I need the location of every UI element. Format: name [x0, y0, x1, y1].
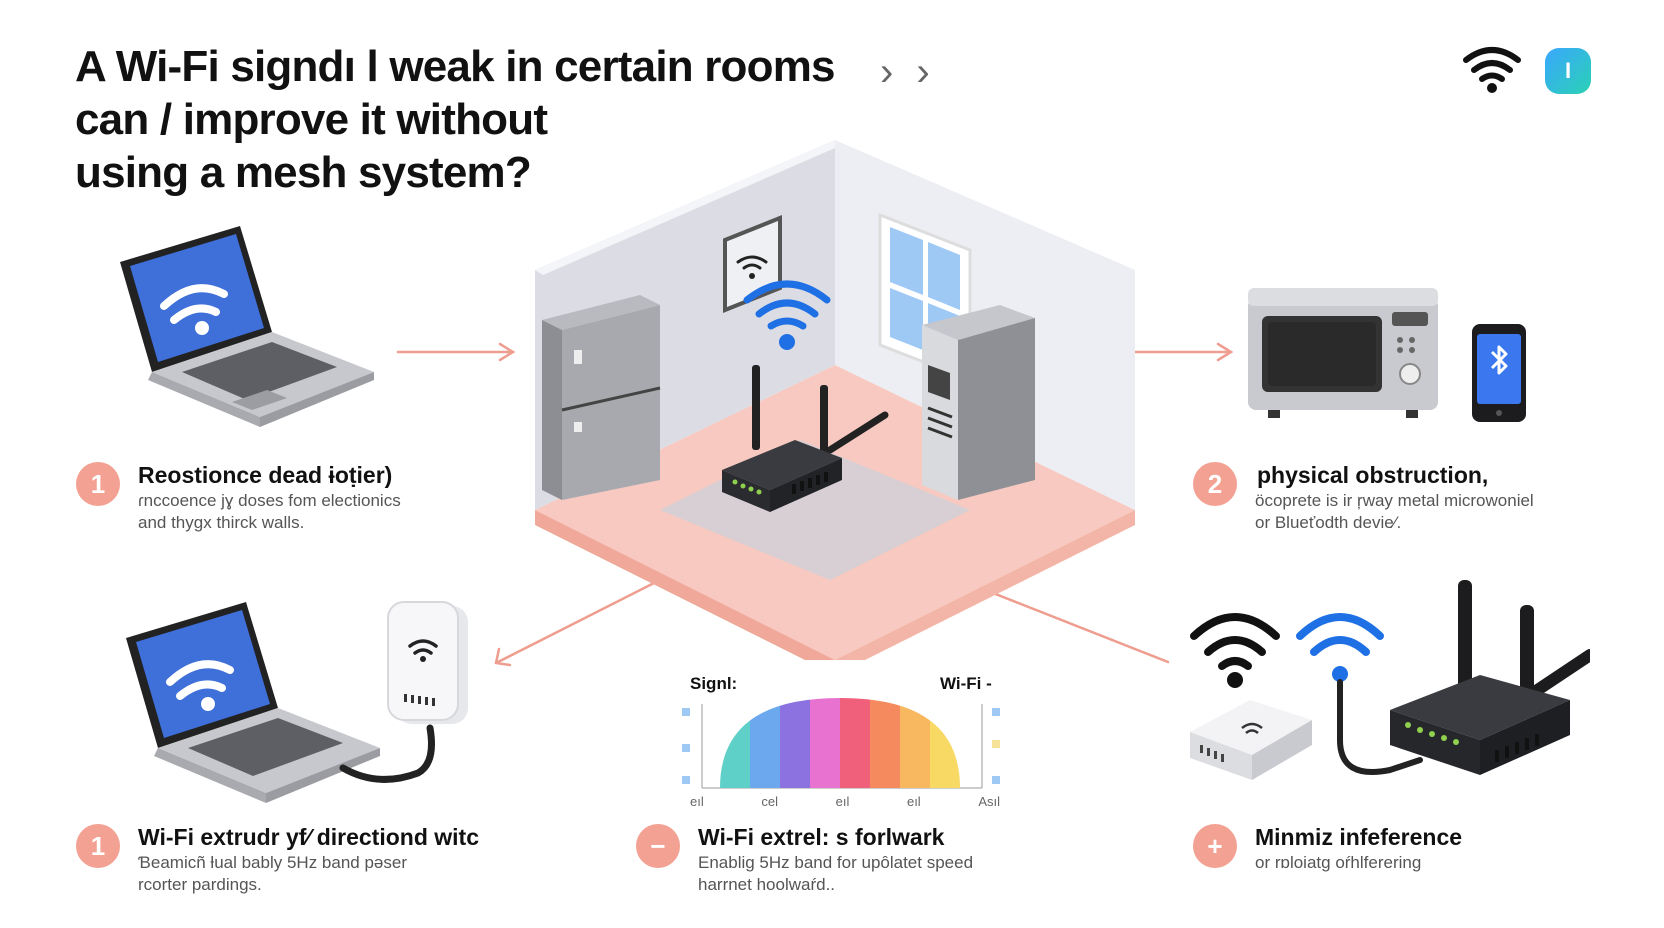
app-icon-label: I: [1564, 58, 1572, 83]
chart-x-label: Asıl: [978, 794, 1000, 809]
step-desc-line: Enablig 5Hz band for upȏlatet speed: [698, 853, 974, 872]
chart-right-label: Wi-Fi -: [940, 674, 992, 693]
mini-access-point: [1190, 700, 1312, 780]
blue-wifi-icon: [1296, 613, 1384, 656]
microwave-illustration: [1248, 288, 1438, 418]
chart-left-label: Signl:: [690, 674, 738, 693]
arrow-left-bottom: [496, 578, 662, 664]
step-badge: +: [1193, 824, 1237, 868]
step-badge: 1: [76, 462, 120, 506]
laptop-wifi-icon: [160, 284, 228, 324]
step-desc-line: harrnet hoolwaŕd..: [698, 875, 836, 894]
chart-x-label: eıl: [906, 794, 921, 809]
step-description: Ɓeamicñ ƚual bably 5Hz band pəser rcorte…: [138, 852, 407, 896]
step-description: Enablig 5Hz band for upȏlatet speed harr…: [698, 852, 973, 896]
chart-x-labels: eıl cel eıl eıl Asıl: [690, 794, 1000, 809]
step-desc-line: ɾnccoence jɣ doses fom electionics: [138, 491, 401, 510]
laptop-extender-illustration: [126, 601, 468, 803]
step-desc-line: Ɓeamicñ ƚual bably 5Hz band pəser: [138, 853, 407, 872]
step-desc-line: or Blueťodth devie⁄.: [1255, 513, 1402, 532]
main-router: [1390, 580, 1590, 775]
next-chevrons-button[interactable]: › ›: [880, 50, 936, 94]
phone-bluetooth-illustration: [1472, 324, 1526, 422]
room-illustration: [535, 140, 1135, 660]
signal-chart: [682, 698, 1000, 789]
wifi-icon: [1463, 47, 1521, 93]
step-description: öcoprete is ir ŗway metal microwoniel or…: [1255, 490, 1534, 534]
bluetooth-icon: [1490, 345, 1508, 375]
step-desc-line: and thygx thirck walls.: [138, 513, 305, 532]
step-description: or rɒloiatg oŕhlferering: [1255, 852, 1421, 874]
page-title: A Wi-Fi signdı l weak in certain rooms c…: [75, 40, 975, 199]
title-line-2: can / improve it without: [75, 95, 548, 144]
wifi-extender: [387, 601, 468, 724]
chart-x-label: eıl: [835, 794, 850, 809]
chart-x-label: eıl: [690, 794, 704, 809]
step-title: Reostionce dead ɨoṭier): [138, 462, 393, 488]
step-badge: −: [636, 824, 680, 868]
storage-cabinet: [922, 305, 1035, 500]
step-desc-line: or rɒloiatg oŕhlferering: [1255, 853, 1422, 872]
step-title: physical obstruction,: [1257, 462, 1489, 488]
step-title: Wi-Fi extrudr yf⁄ directiond witc: [138, 824, 479, 850]
laptop-screen: [130, 234, 264, 362]
refrigerator: [542, 295, 661, 500]
step-badge: 1: [76, 824, 120, 868]
step-desc-line: rcorter pardings.: [138, 875, 262, 894]
step-title: Wi-Fi extrel: s forlwark: [698, 824, 945, 850]
black-wifi-icon: [1190, 613, 1280, 670]
chart-x-label: cel: [761, 794, 778, 809]
router-signal-icon: [743, 280, 831, 330]
router: [722, 365, 889, 512]
step-description: ɾnccoence jɣ doses fom electionics and t…: [138, 490, 401, 534]
app-icon[interactable]: I: [1545, 48, 1591, 94]
step-badge: 2: [1193, 462, 1237, 506]
title-line-3: using a mesh system?: [75, 148, 532, 197]
step-desc-line: öcoprete is ir ŗway metal microwoniel: [1255, 491, 1534, 510]
laptop-illustration: [120, 226, 374, 427]
title-line-1: A Wi-Fi signdı l weak in certain rooms: [75, 42, 836, 91]
step-title: Minmiz infeference: [1255, 824, 1463, 850]
router-extender-illustration: [1190, 580, 1590, 780]
